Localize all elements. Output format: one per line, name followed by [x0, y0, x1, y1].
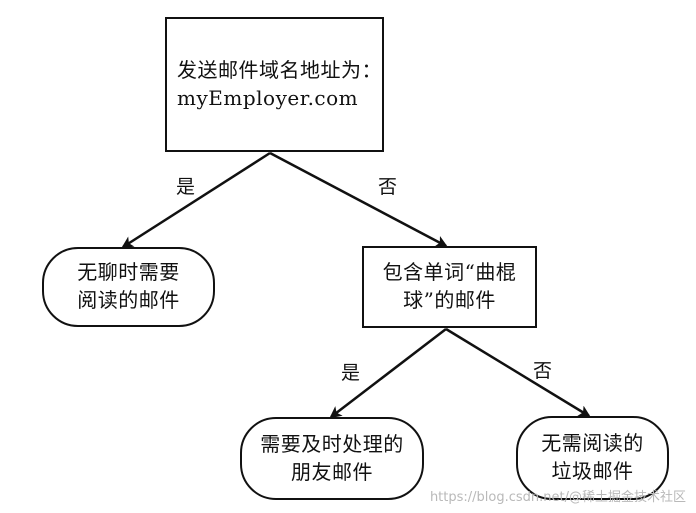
- edge-label-no: 否: [378, 176, 398, 198]
- decision-node-text-line: 球”的邮件: [403, 288, 496, 312]
- leaf-node-text-line: 需要及时处理的: [260, 431, 404, 456]
- leaf-node-text-line: 无需阅读的: [541, 431, 644, 456]
- decision-node-contains-hockey: 包含单词“曲棍 球”的邮件: [362, 246, 537, 328]
- edge-label-yes: 是: [341, 362, 361, 384]
- leaf-node-text-line: 阅读的邮件: [77, 288, 180, 312]
- leaf-node-text-line: 无聊时需要: [77, 260, 180, 285]
- leaf-node-text-line: 朋友邮件: [291, 459, 373, 484]
- edge-root-to-curling: [269, 151, 448, 248]
- leaf-node-boredom-read: 无聊时需要 阅读的邮件: [42, 247, 215, 327]
- leaf-node-spam-mail: 无需阅读的 垃圾邮件: [516, 416, 669, 500]
- edge-label-yes: 是: [176, 176, 196, 198]
- watermark-text: https://blog.csdn.net/@稀土掘金技术社区: [429, 490, 686, 505]
- decision-node-text-line: myEmployer.com: [177, 85, 359, 110]
- edge-label-no: 否: [533, 360, 553, 382]
- decision-node-sender-domain: 发送邮件域名地址为： myEmployer.com: [165, 17, 384, 152]
- decision-node-text-line: 发送邮件域名地址为：: [177, 57, 382, 82]
- leaf-node-text-line: 垃圾邮件: [551, 459, 634, 483]
- decision-node-text-line: 包含单词“曲棍: [382, 260, 517, 285]
- edge-root-to-leaf-left: [121, 151, 271, 249]
- leaf-node-friend-mail: 需要及时处理的 朋友邮件: [240, 417, 424, 500]
- edge-curling-to-spam: [445, 327, 591, 418]
- edge-curling-to-friend-mail: [329, 328, 447, 419]
